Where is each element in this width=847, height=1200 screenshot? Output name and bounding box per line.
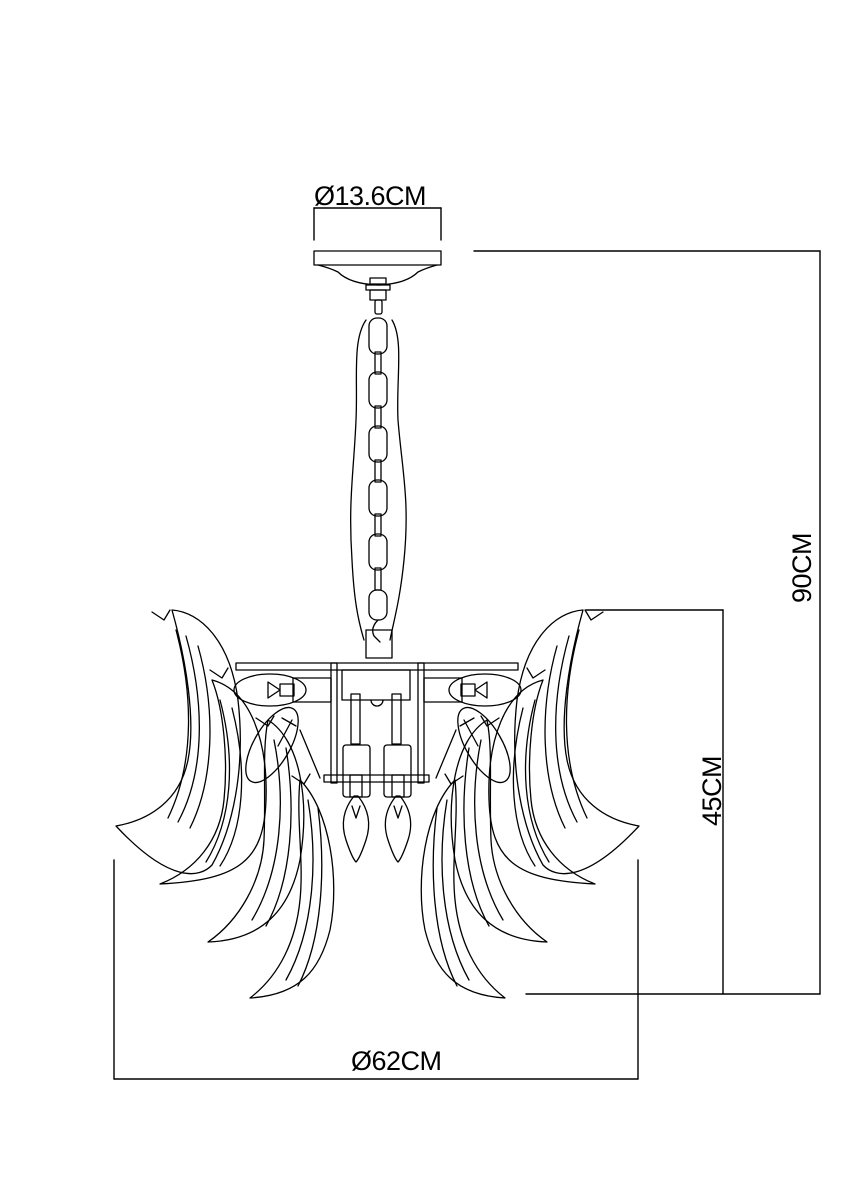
- glass-leaves-left: [115, 609, 335, 999]
- frame: [235, 662, 519, 798]
- canopy-diameter-label: Ø13.6CM: [314, 181, 427, 211]
- canopy: [313, 250, 442, 301]
- bulbs: [233, 673, 522, 863]
- glass-leaves-right: [420, 609, 640, 999]
- total-height-label: 90CM: [787, 532, 817, 603]
- chain: [350, 299, 407, 659]
- body-height-label: 45CM: [697, 755, 727, 826]
- body-diameter-label: Ø62CM: [351, 1046, 442, 1076]
- dimension-lines: [113, 207, 821, 1080]
